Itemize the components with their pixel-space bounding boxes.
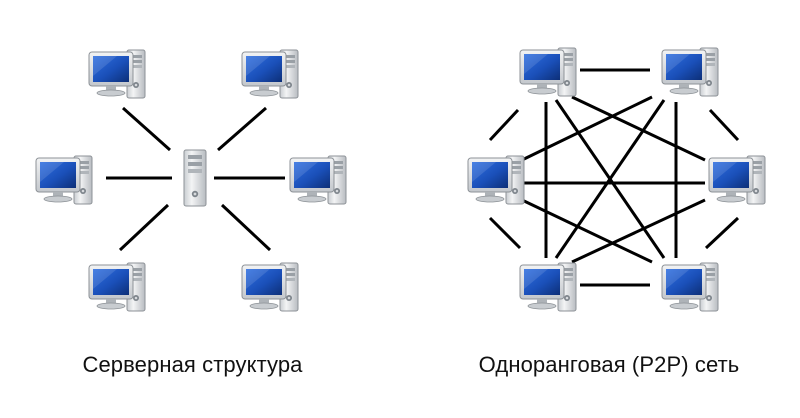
link-line bbox=[571, 198, 706, 264]
link-line bbox=[122, 106, 171, 152]
p2p-links bbox=[488, 68, 740, 287]
workstation-icon bbox=[241, 49, 299, 99]
server-tower-icon bbox=[183, 149, 207, 207]
server-structure-caption: Серверная структура bbox=[82, 352, 303, 377]
workstation-icon bbox=[88, 262, 146, 312]
link-line bbox=[571, 95, 706, 162]
workstation-icon bbox=[519, 47, 577, 97]
workstation-icon bbox=[467, 155, 525, 205]
link-line bbox=[118, 203, 170, 252]
link-line bbox=[554, 99, 666, 259]
link-line bbox=[521, 95, 653, 162]
link-line bbox=[220, 203, 272, 252]
server-links bbox=[106, 106, 285, 252]
workstation-icon bbox=[661, 262, 719, 312]
workstation-icon bbox=[708, 155, 766, 205]
server-structure-diagram bbox=[35, 49, 347, 312]
workstation-icon bbox=[35, 155, 93, 205]
link-line bbox=[488, 108, 520, 142]
workstation-icon bbox=[661, 47, 719, 97]
link-line bbox=[708, 108, 740, 142]
link-line bbox=[488, 216, 522, 250]
link-line bbox=[704, 216, 740, 250]
workstation-icon bbox=[88, 49, 146, 99]
workstation-icon bbox=[289, 155, 347, 205]
p2p-network-caption: Одноранговая (P2P) сеть bbox=[478, 352, 740, 377]
workstation-icon bbox=[241, 262, 299, 312]
workstation-icon bbox=[519, 262, 577, 312]
link-line bbox=[521, 198, 653, 264]
link-line bbox=[217, 106, 267, 152]
p2p-network-diagram bbox=[467, 47, 766, 312]
